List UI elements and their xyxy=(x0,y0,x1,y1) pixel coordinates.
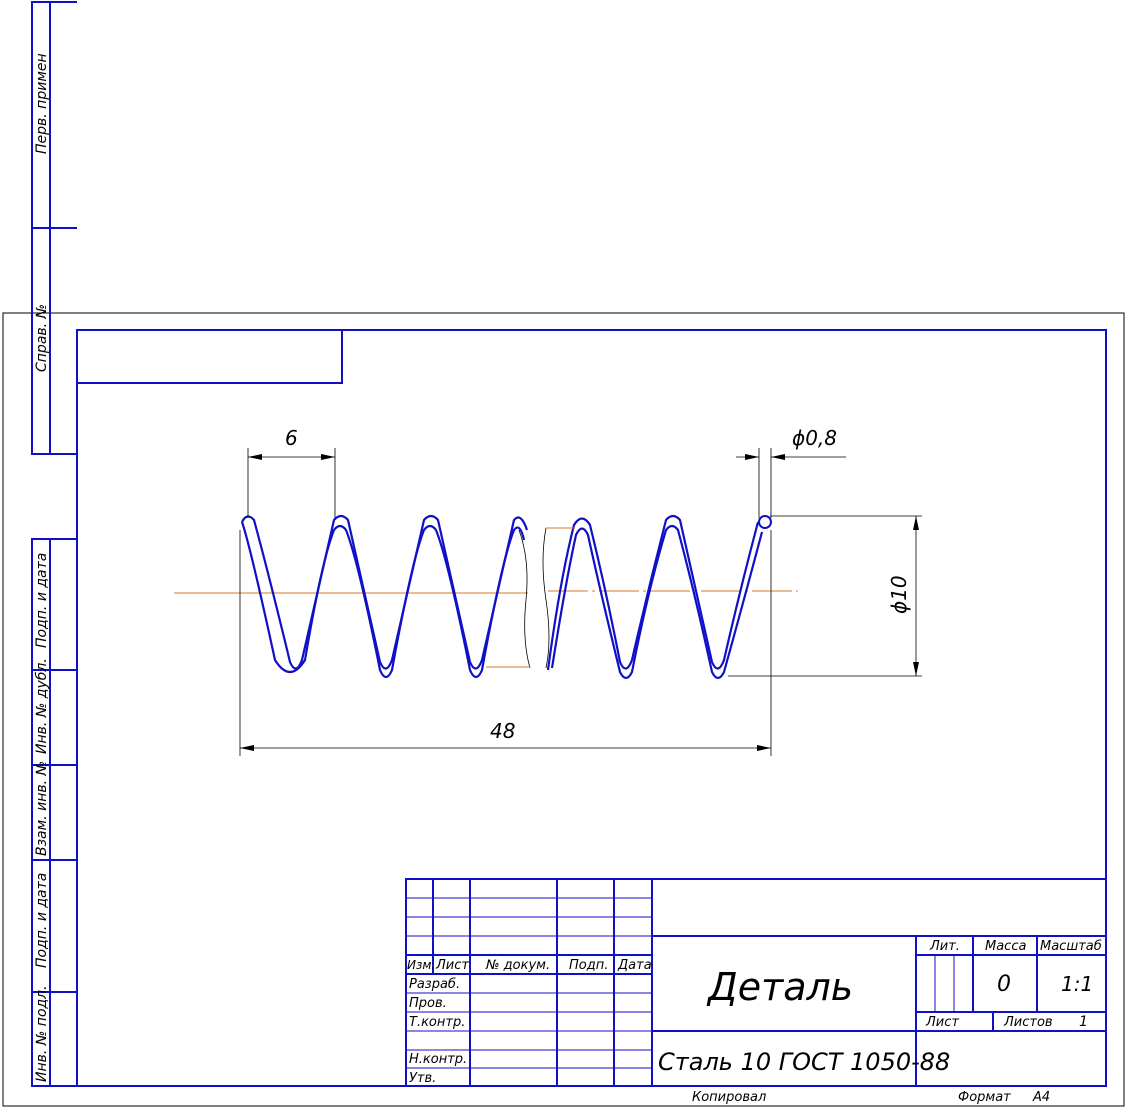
break-lines xyxy=(518,527,550,669)
dim-pitch: 6 xyxy=(285,426,298,450)
side-label-podp-data-2: Подп. и дата xyxy=(34,873,50,968)
list-label: Лист xyxy=(925,1015,959,1030)
designation-box xyxy=(76,329,343,384)
side-label-perv-primen: Перв. примен xyxy=(34,53,50,154)
format-value: A4 xyxy=(1032,1090,1050,1105)
material: Сталь 10 ГОСТ 1050-88 xyxy=(658,1048,950,1076)
dim-wire-diameter: ϕ0,8 xyxy=(792,426,837,450)
role-t-kontr: Т.контр. xyxy=(409,1015,465,1030)
role-n-kontr: Н.контр. xyxy=(409,1052,467,1067)
col-podp: Подп. xyxy=(569,958,608,973)
side-label-vzam-inv: Взам. инв. № xyxy=(34,761,50,856)
listov-label: Листов xyxy=(1003,1015,1053,1030)
side-label-sprav-no: Справ. № xyxy=(34,304,50,372)
role-prov: Пров. xyxy=(409,996,447,1011)
dim-length: 48 xyxy=(490,719,515,743)
wire-section-circle xyxy=(758,515,772,529)
break-helper-lines xyxy=(486,527,575,668)
masshtab-label: Масштаб xyxy=(1040,939,1102,954)
masshtab-value: 1:1 xyxy=(1061,972,1093,996)
lit-label: Лит. xyxy=(929,939,960,954)
kopiroval-label: Копировал xyxy=(692,1090,766,1105)
col-data: Дата xyxy=(617,958,652,973)
side-label-inv-podl: Инв. № подл. xyxy=(34,985,50,1082)
spring-coils xyxy=(240,514,764,680)
format-label: Формат xyxy=(958,1090,1011,1105)
dim-outer-diameter: ϕ10 xyxy=(887,575,911,614)
role-razrab: Разраб. xyxy=(409,977,460,992)
side-label-podp-data-1: Подп. и дата xyxy=(34,553,50,648)
part-name: Деталь xyxy=(706,965,853,1009)
title-block-grid xyxy=(405,878,1107,1087)
col-list: Лист xyxy=(435,958,469,973)
col-izm: Изм. xyxy=(407,958,435,972)
center-line xyxy=(174,590,798,594)
top-side-strip xyxy=(31,1,77,455)
bottom-side-strip xyxy=(31,538,78,1087)
massa-value: 0 xyxy=(997,972,1011,997)
col-no-dokum: № докум. xyxy=(485,958,550,973)
side-label-inv-dubl: Инв. № дубл. xyxy=(34,658,50,754)
role-utv: Утв. xyxy=(409,1071,436,1086)
sheet-border xyxy=(2,312,1125,1107)
dimension-lines xyxy=(239,448,922,756)
massa-label: Масса xyxy=(985,939,1026,954)
listov-value: 1 xyxy=(1079,1014,1088,1030)
